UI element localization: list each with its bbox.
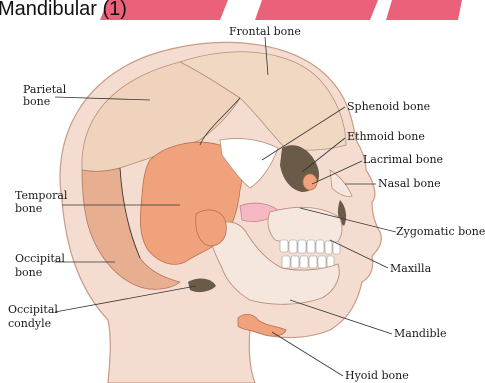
label-ethmoid: Ethmoid bone [347, 130, 425, 143]
watermark [100, 0, 462, 20]
label-zygomatic: Zygomatic bone [396, 225, 485, 238]
label-occipital-2: bone [15, 266, 42, 279]
label-maxilla: Maxilla [390, 262, 432, 275]
label-condyle-1: Occipital [8, 303, 58, 316]
page-title: Mandibular (1) [0, 0, 127, 20]
label-lacrimal: Lacrimal bone [363, 153, 443, 166]
lower-teeth [282, 256, 334, 268]
upper-teeth [280, 240, 340, 254]
label-temporal-2: bone [15, 202, 42, 215]
lacrimal-bone-shape [303, 174, 317, 190]
label-temporal-1: Temporal [15, 189, 68, 202]
label-parietal-2: bone [23, 95, 50, 108]
label-mandible: Mandible [394, 327, 447, 340]
label-hyoid: Hyoid bone [345, 369, 409, 382]
leader-hyoid [272, 332, 343, 376]
label-frontal: Frontal bone [229, 25, 301, 38]
label-condyle-2: condyle [8, 317, 51, 330]
label-sphenoid: Sphenoid bone [347, 100, 430, 113]
label-occipital-1: Occipital [15, 252, 65, 265]
label-nasal: Nasal bone [378, 177, 441, 190]
